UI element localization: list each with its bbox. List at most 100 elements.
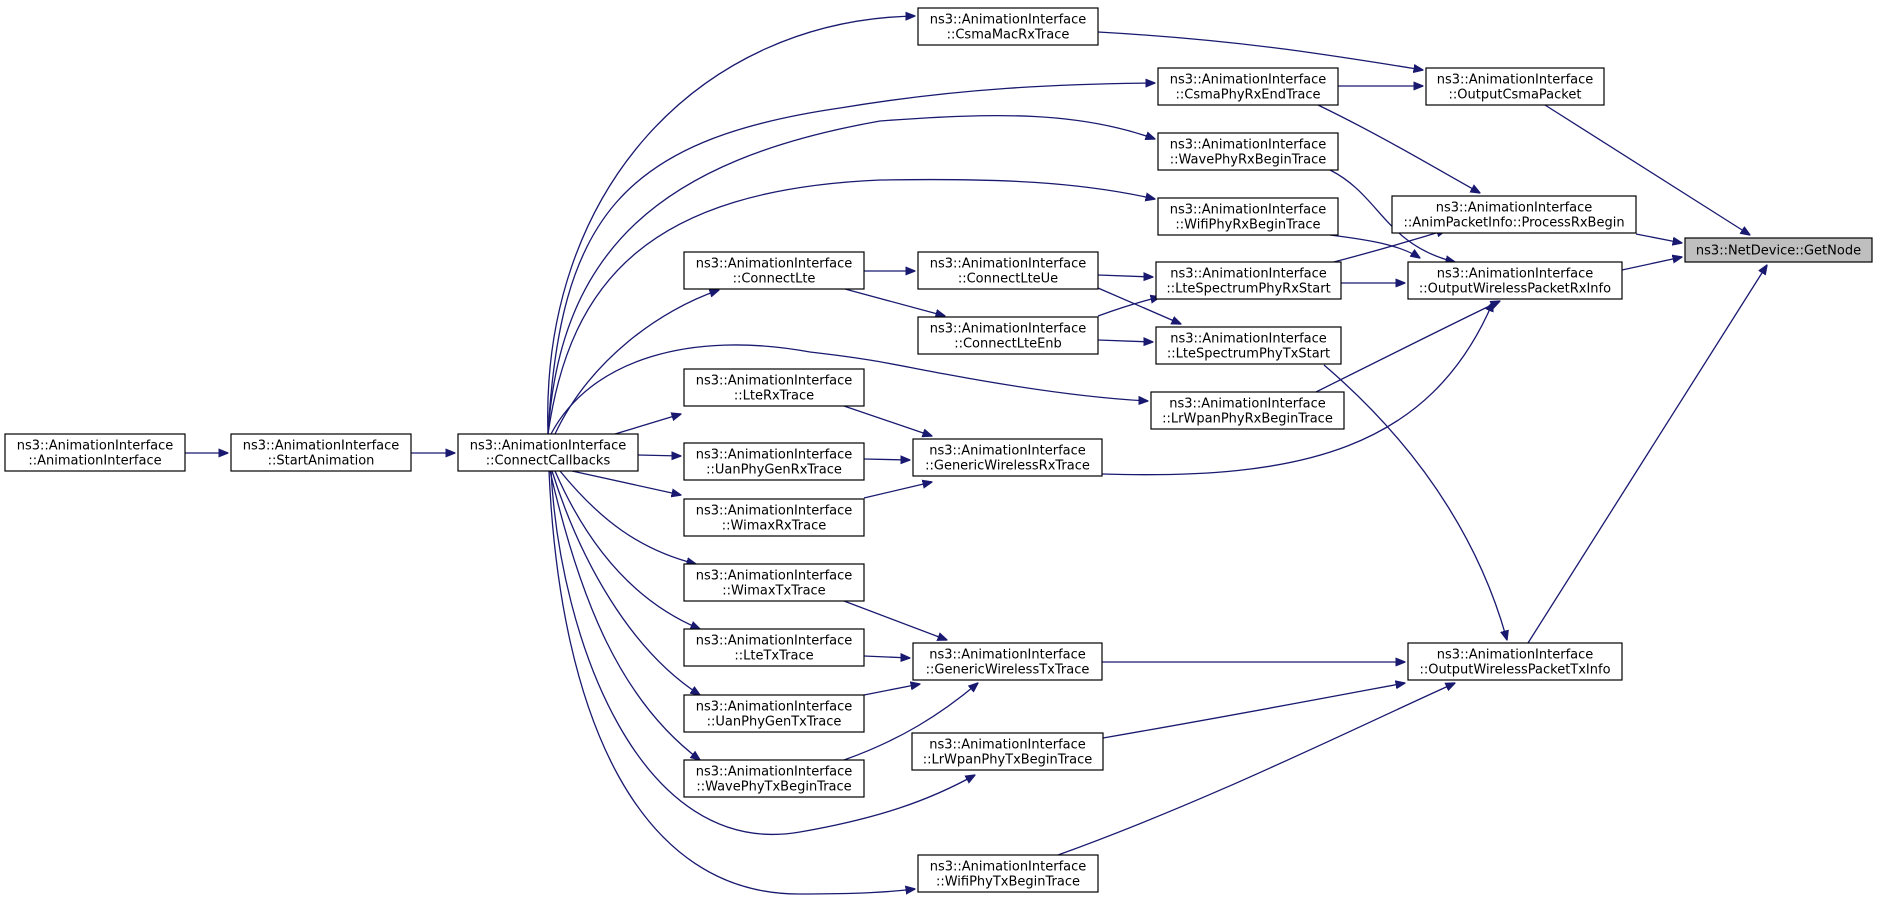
node-label-line: ::WimaxRxTrace xyxy=(722,519,826,534)
node-label-line: ns3::AnimationInterface xyxy=(1170,73,1327,88)
node-box xyxy=(683,251,865,290)
edge-genwrx-to-outwrx xyxy=(1101,302,1493,476)
edge-connectcb-to-lrwpanrx xyxy=(550,344,1148,435)
edge-csmaphyrxend-to-processrx xyxy=(1317,104,1480,193)
node-box xyxy=(683,498,865,537)
node-label-line: ns3::AnimationInterface xyxy=(930,13,1087,28)
node-box xyxy=(917,251,1099,290)
edge-uantx-to-genwtx xyxy=(863,684,920,696)
node-label-line: ::LteTxTrace xyxy=(734,649,813,664)
node-outwtx[interactable]: ns3::AnimationInterface::OutputWirelessP… xyxy=(1407,642,1623,681)
node-label-line: ns3::AnimationInterface xyxy=(696,257,853,272)
node-processrx[interactable]: ns3::AnimationInterface::AnimPacketInfo:… xyxy=(1391,195,1637,234)
node-label-line: ::LrWpanPhyRxBeginTrace xyxy=(1162,412,1333,427)
edge-connectcb-to-wimaxrx xyxy=(571,470,681,495)
node-uantx[interactable]: ns3::AnimationInterface::UanPhyGenTxTrac… xyxy=(683,694,865,733)
edge-connectcb-to-csmaphyrxend xyxy=(547,83,1155,435)
node-box xyxy=(1157,132,1339,171)
node-label-line: ns3::AnimationInterface xyxy=(696,700,853,715)
node-uanrx[interactable]: ns3::AnimationInterface::UanPhyGenRxTrac… xyxy=(683,442,865,481)
node-box xyxy=(912,438,1103,477)
node-startanim[interactable]: ns3::AnimationInterface::StartAnimation xyxy=(230,433,412,472)
node-label-line: ns3::AnimationInterface xyxy=(1437,267,1594,282)
node-label-line: ::ConnectLte xyxy=(733,272,816,287)
node-ltespecrx[interactable]: ns3::AnimationInterface::LteSpectrumPhyR… xyxy=(1155,261,1342,300)
node-box xyxy=(1155,326,1342,365)
node-label-line: ::WifiPhyTxBeginTrace xyxy=(936,875,1080,890)
node-label-line: ns3::AnimationInterface xyxy=(929,738,1086,753)
node-csmaphyrxend[interactable]: ns3::AnimationInterface::CsmaPhyRxEndTra… xyxy=(1157,67,1339,106)
edge-connectcb-to-uanrx xyxy=(637,455,681,456)
node-wavephyrxbegin[interactable]: ns3::AnimationInterface::WavePhyRxBeginT… xyxy=(1157,132,1339,171)
node-connectlteue[interactable]: ns3::AnimationInterface::ConnectLteUe xyxy=(917,251,1099,290)
edge-connectcb-to-wimaxtx xyxy=(559,470,696,564)
edge-outputcsma-to-getnode xyxy=(1544,104,1750,235)
node-box xyxy=(1391,195,1637,234)
node-outputcsma[interactable]: ns3::AnimationInterface::OutputCsmaPacke… xyxy=(1425,67,1605,106)
node-box xyxy=(683,759,865,798)
node-genwtx[interactable]: ns3::AnimationInterface::GenericWireless… xyxy=(912,642,1103,681)
node-label-line: ns3::AnimationInterface xyxy=(696,448,853,463)
edge-wimaxrx-to-genwrx xyxy=(863,482,932,499)
edge-connectcb-to-wavephytx xyxy=(549,470,700,760)
edge-ltetx-to-genwtx xyxy=(863,656,910,658)
edge-connectcb-to-lrwpantx xyxy=(550,470,975,835)
node-label-line: ns3::AnimationInterface xyxy=(930,322,1087,337)
node-box xyxy=(1157,67,1339,106)
node-ltespectx[interactable]: ns3::AnimationInterface::LteSpectrumPhyT… xyxy=(1155,326,1342,365)
node-outwrx[interactable]: ns3::AnimationInterface::OutputWirelessP… xyxy=(1407,261,1623,300)
node-genwrx[interactable]: ns3::AnimationInterface::GenericWireless… xyxy=(912,438,1103,477)
node-wimaxtx[interactable]: ns3::AnimationInterface::WimaxTxTrace xyxy=(683,563,865,602)
node-box xyxy=(912,642,1103,681)
node-box xyxy=(230,433,412,472)
edge-csmamacrx-to-outputcsma xyxy=(1097,31,1423,70)
node-connectcb[interactable]: ns3::AnimationInterface::ConnectCallback… xyxy=(457,433,639,472)
edges-layer xyxy=(185,16,1767,894)
node-label-line: ns3::NetDevice::GetNode xyxy=(1696,244,1861,259)
node-box xyxy=(1150,391,1345,430)
node-label-line: ::OutputCsmaPacket xyxy=(1449,88,1582,103)
node-label-line: ::AnimPacketInfo::ProcessRxBegin xyxy=(1403,216,1624,231)
node-wavephytx[interactable]: ns3::AnimationInterface::WavePhyTxBeginT… xyxy=(683,759,865,798)
node-label-line: ::LteSpectrumPhyTxStart xyxy=(1167,347,1330,362)
node-csmamacrx[interactable]: ns3::AnimationInterface::CsmaMacRxTrace xyxy=(917,7,1099,46)
node-getnode[interactable]: ns3::NetDevice::GetNode xyxy=(1684,237,1873,263)
node-label-line: ::WavePhyRxBeginTrace xyxy=(1170,153,1326,168)
edge-connectcb-to-wavephyrxbegin xyxy=(547,114,1155,435)
edge-ltespecrx-to-processrx xyxy=(1329,230,1446,264)
node-label-line: ::UanPhyGenRxTrace xyxy=(706,463,842,478)
node-label-line: ns3::AnimationInterface xyxy=(1170,138,1327,153)
node-label-line: ::LteRxTrace xyxy=(734,389,814,404)
node-wifiphytx[interactable]: ns3::AnimationInterface::WifiPhyTxBeginT… xyxy=(917,854,1099,893)
nodes-layer: ns3::NetDevice::GetNodens3::AnimationInt… xyxy=(4,7,1873,893)
node-label-line: ns3::AnimationInterface xyxy=(243,439,400,454)
node-box xyxy=(1407,261,1623,300)
node-label-line: ns3::AnimationInterface xyxy=(930,257,1087,272)
node-label-line: ::GenericWirelessTxTrace xyxy=(926,663,1090,678)
node-connectlteenb[interactable]: ns3::AnimationInterface::ConnectLteEnb xyxy=(917,316,1099,355)
node-box xyxy=(1157,197,1339,236)
node-box xyxy=(683,694,865,733)
edge-outwtx-to-getnode xyxy=(1527,265,1767,644)
node-wimaxrx[interactable]: ns3::AnimationInterface::WimaxRxTrace xyxy=(683,498,865,537)
node-label-line: ::AnimationInterface xyxy=(28,454,161,469)
edge-processrx-to-getnode xyxy=(1635,233,1682,243)
node-lterx[interactable]: ns3::AnimationInterface::LteRxTrace xyxy=(683,368,865,407)
node-wifiphyrxbegin[interactable]: ns3::AnimationInterface::WifiPhyRxBeginT… xyxy=(1157,197,1339,236)
node-label-line: ::WavePhyTxBeginTrace xyxy=(696,780,851,795)
node-lrwpanrx[interactable]: ns3::AnimationInterface::LrWpanPhyRxBegi… xyxy=(1150,391,1345,430)
node-animiface[interactable]: ns3::AnimationInterface::AnimationInterf… xyxy=(4,433,186,472)
edge-uanrx-to-genwrx xyxy=(863,459,910,460)
node-box xyxy=(917,7,1099,46)
node-label-line: ::CsmaMacRxTrace xyxy=(947,28,1070,43)
node-label-line: ::GenericWirelessRxTrace xyxy=(925,459,1090,474)
node-ltetx[interactable]: ns3::AnimationInterface::LteTxTrace xyxy=(683,628,865,667)
node-box xyxy=(683,628,865,667)
node-lrwpantx[interactable]: ns3::AnimationInterface::LrWpanPhyTxBegi… xyxy=(911,732,1104,771)
node-label-line: ns3::AnimationInterface xyxy=(696,374,853,389)
node-connectlte[interactable]: ns3::AnimationInterface::ConnectLte xyxy=(683,251,865,290)
node-label-line: ns3::AnimationInterface xyxy=(930,860,1087,875)
edge-connectcb-to-ltetx xyxy=(554,470,700,629)
edge-connectlteue-to-ltespectx xyxy=(1097,287,1181,324)
